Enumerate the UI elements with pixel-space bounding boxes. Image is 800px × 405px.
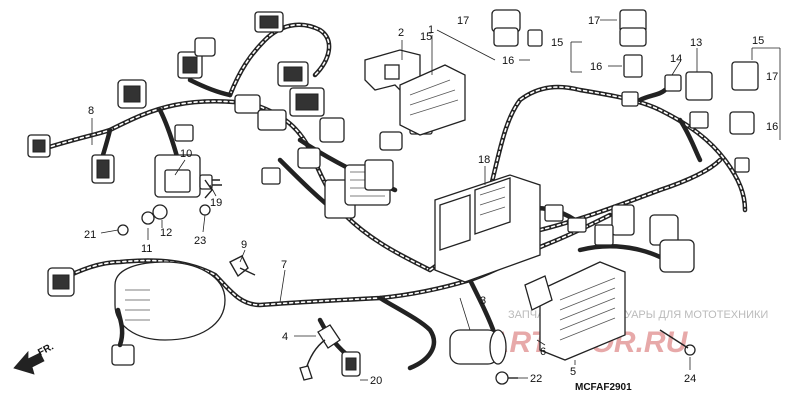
callout-7: 7 (281, 259, 287, 271)
callout-15-top-center: 15 (420, 31, 432, 43)
callout-16-top-center: 16 (502, 55, 514, 67)
connectors (27, 9, 759, 385)
callout-16-right: 16 (590, 61, 602, 73)
callout-numbers: 2 1 15 17 16 15 17 16 13 14 15 17 16 8 1… (84, 15, 778, 387)
callout-21: 21 (84, 229, 96, 241)
callout-3: 3 (480, 295, 486, 307)
callout-15-right: 15 (551, 37, 563, 49)
front-direction-label: FR. (36, 341, 56, 358)
callout-17-far-right: 17 (766, 71, 778, 83)
callout-15-far-right: 15 (752, 35, 764, 47)
callout-5: 5 (570, 366, 576, 378)
callout-12: 12 (160, 227, 172, 239)
callout-4: 4 (282, 331, 288, 343)
callout-6: 6 (540, 346, 546, 358)
callout-8: 8 (88, 105, 94, 117)
callout-17-right: 17 (588, 15, 600, 27)
callout-18: 18 (478, 154, 490, 166)
callout-2: 2 (398, 27, 404, 39)
leader-lines (91, 19, 781, 381)
callout-11: 11 (141, 243, 152, 255)
callout-13: 13 (690, 37, 702, 49)
callout-19: 19 (210, 197, 222, 209)
callout-23: 23 (194, 235, 206, 247)
diagram-code: MCFAF2901 (575, 382, 632, 393)
front-direction-indicator: FR. (13, 341, 56, 375)
front-arrow-icon (13, 350, 45, 375)
callout-9: 9 (241, 239, 247, 251)
callout-22: 22 (530, 373, 542, 385)
callout-20: 20 (370, 375, 382, 387)
callout-10: 10 (180, 148, 192, 160)
callout-14: 14 (670, 53, 682, 65)
callout-1: 1 (428, 24, 434, 36)
callout-16-far-right: 16 (766, 121, 778, 133)
callout-17-top-center: 17 (457, 15, 469, 27)
callout-24: 24 (684, 373, 696, 385)
